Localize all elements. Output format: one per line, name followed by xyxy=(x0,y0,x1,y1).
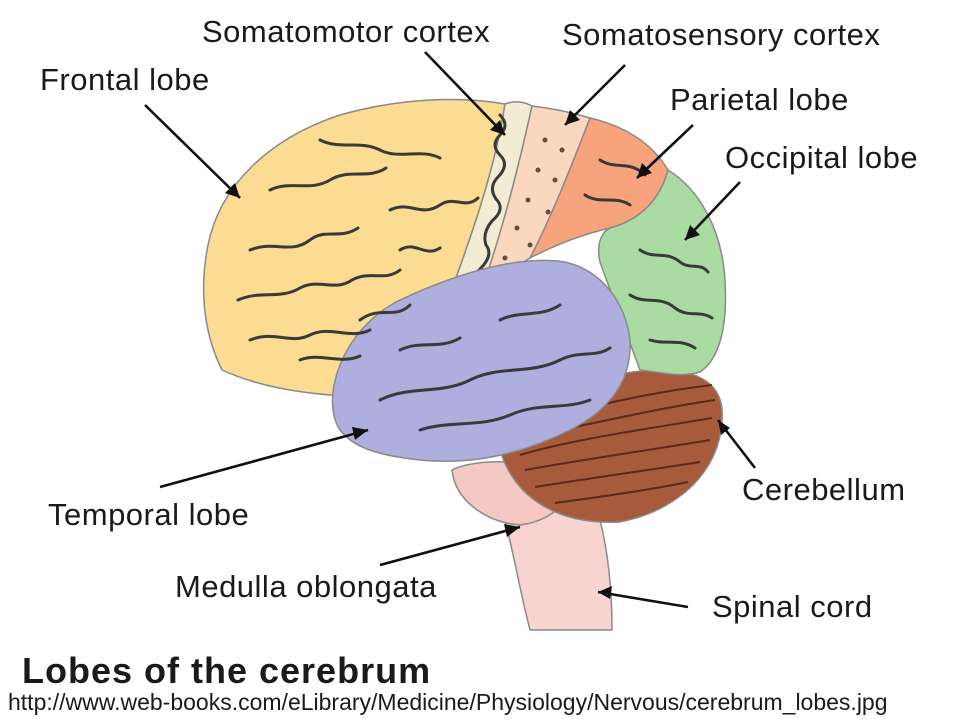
occipital-arrowhead xyxy=(685,225,700,240)
temporal-lobe-region xyxy=(331,259,631,462)
somatomotor-arrow xyxy=(424,51,506,136)
label-frontal-lobe: Frontal lobe xyxy=(40,62,210,97)
temporal-lobe-folds xyxy=(378,303,612,432)
label-somatomotor-cortex: Somatomotor cortex xyxy=(202,14,490,49)
diagram-title: Lobes of the cerebrum xyxy=(22,650,431,691)
somatosensory-arrowhead xyxy=(565,110,580,125)
source-url[interactable]: http://www.web-books.com/eLibrary/Medici… xyxy=(8,689,888,715)
occipital-lobe-region xyxy=(598,168,727,376)
frontal-lobe-folds xyxy=(236,138,480,362)
frontal-arrowhead xyxy=(225,183,240,198)
label-cerebellum: Cerebellum xyxy=(742,472,906,507)
temporal-arrow xyxy=(159,428,369,489)
parietal-lobe-region xyxy=(528,117,669,260)
somatomotor-arrowhead xyxy=(490,120,505,135)
label-spinal-cord: Spinal cord xyxy=(712,589,873,624)
label-medulla-oblongata: Medulla oblongata xyxy=(175,569,437,604)
spinal-arrowhead xyxy=(598,586,612,599)
label-occipital-lobe: Occipital lobe xyxy=(725,140,918,175)
medulla-arrowhead xyxy=(504,524,520,537)
parietal-arrowhead xyxy=(637,163,652,178)
label-temporal-lobe: Temporal lobe xyxy=(48,497,249,532)
frontal-arrow xyxy=(144,104,241,199)
temporal-arrowhead xyxy=(352,427,368,440)
label-arrows xyxy=(144,51,757,609)
somatomotor-fold xyxy=(468,113,507,291)
cerebellum-folia xyxy=(519,384,716,504)
label-somatosensory-cortex: Somatosensory cortex xyxy=(562,17,880,52)
medulla-arrow xyxy=(379,525,521,567)
label-parietal-lobe: Parietal lobe xyxy=(670,82,849,117)
occipital-lobe-folds xyxy=(628,248,714,350)
spinal-arrow xyxy=(597,590,689,609)
cerebellum-arrowhead xyxy=(718,420,730,435)
somatosensory-cortex-region xyxy=(477,105,591,301)
